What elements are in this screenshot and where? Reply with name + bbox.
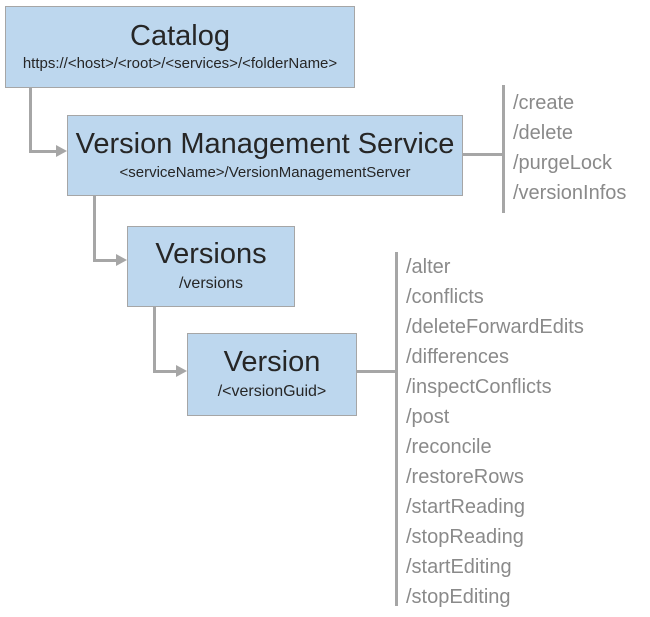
operation-item: /reconcile <box>406 436 492 458</box>
operation-item: /stopEditing <box>406 586 511 608</box>
node-catalog: Catalog https://<host>/<root>/<services>… <box>5 6 355 88</box>
operation-item: /delete <box>513 122 574 144</box>
version-operations-list: /alter /conflicts /deleteForwardEdits /d… <box>406 252 584 612</box>
connector-service-to-operations <box>463 153 503 156</box>
operation-item: /stopReading <box>406 526 524 548</box>
operation-item: /post <box>406 406 450 428</box>
operation-item: /startEditing <box>406 556 512 578</box>
node-versions: Versions /versions <box>127 226 295 307</box>
node-version-title: Version <box>223 346 321 379</box>
node-version-management-service: Version Management Service <serviceName>… <box>67 115 463 196</box>
node-service-path: <serviceName>/VersionManagementServer <box>119 163 411 181</box>
arrowhead-to-version-icon <box>176 365 187 377</box>
operation-item: /purgeLock <box>513 152 612 174</box>
operation-item: /deleteForwardEdits <box>406 316 584 338</box>
operation-item: /differences <box>406 346 510 368</box>
operation-item: /inspectConflicts <box>406 376 552 398</box>
connector-service-to-versions-vertical <box>93 196 96 262</box>
node-version: Version /<versionGuid> <box>187 333 357 416</box>
operation-item: /startReading <box>406 496 525 518</box>
arrowhead-to-versions-icon <box>116 254 127 266</box>
service-operations-list: /create /delete /purgeLock /versionInfos <box>513 88 626 208</box>
node-catalog-url: https://<host>/<root>/<services>/<folder… <box>22 55 338 73</box>
node-versions-title: Versions <box>155 238 267 271</box>
operation-item: /create <box>513 92 575 114</box>
connector-version-to-operations <box>357 370 395 373</box>
operation-item: /conflicts <box>406 286 484 308</box>
service-operations-bracket <box>502 85 505 213</box>
version-operations-bracket <box>395 252 398 606</box>
operation-item: /restoreRows <box>406 466 524 488</box>
connector-versions-to-version-vertical <box>153 307 156 373</box>
connector-versions-to-version-horizontal <box>153 370 177 373</box>
operation-item: /alter <box>406 256 451 278</box>
operation-item: /versionInfos <box>513 182 627 204</box>
node-service-title: Version Management Service <box>75 128 455 161</box>
connector-catalog-to-service-horizontal <box>29 150 57 153</box>
node-catalog-title: Catalog <box>130 19 230 52</box>
connector-catalog-to-service-vertical <box>29 88 32 153</box>
node-version-path: /<versionGuid> <box>217 382 327 400</box>
connector-service-to-versions-horizontal <box>93 259 117 262</box>
node-versions-path: /versions <box>178 274 244 292</box>
arrowhead-to-service-icon <box>56 145 67 157</box>
